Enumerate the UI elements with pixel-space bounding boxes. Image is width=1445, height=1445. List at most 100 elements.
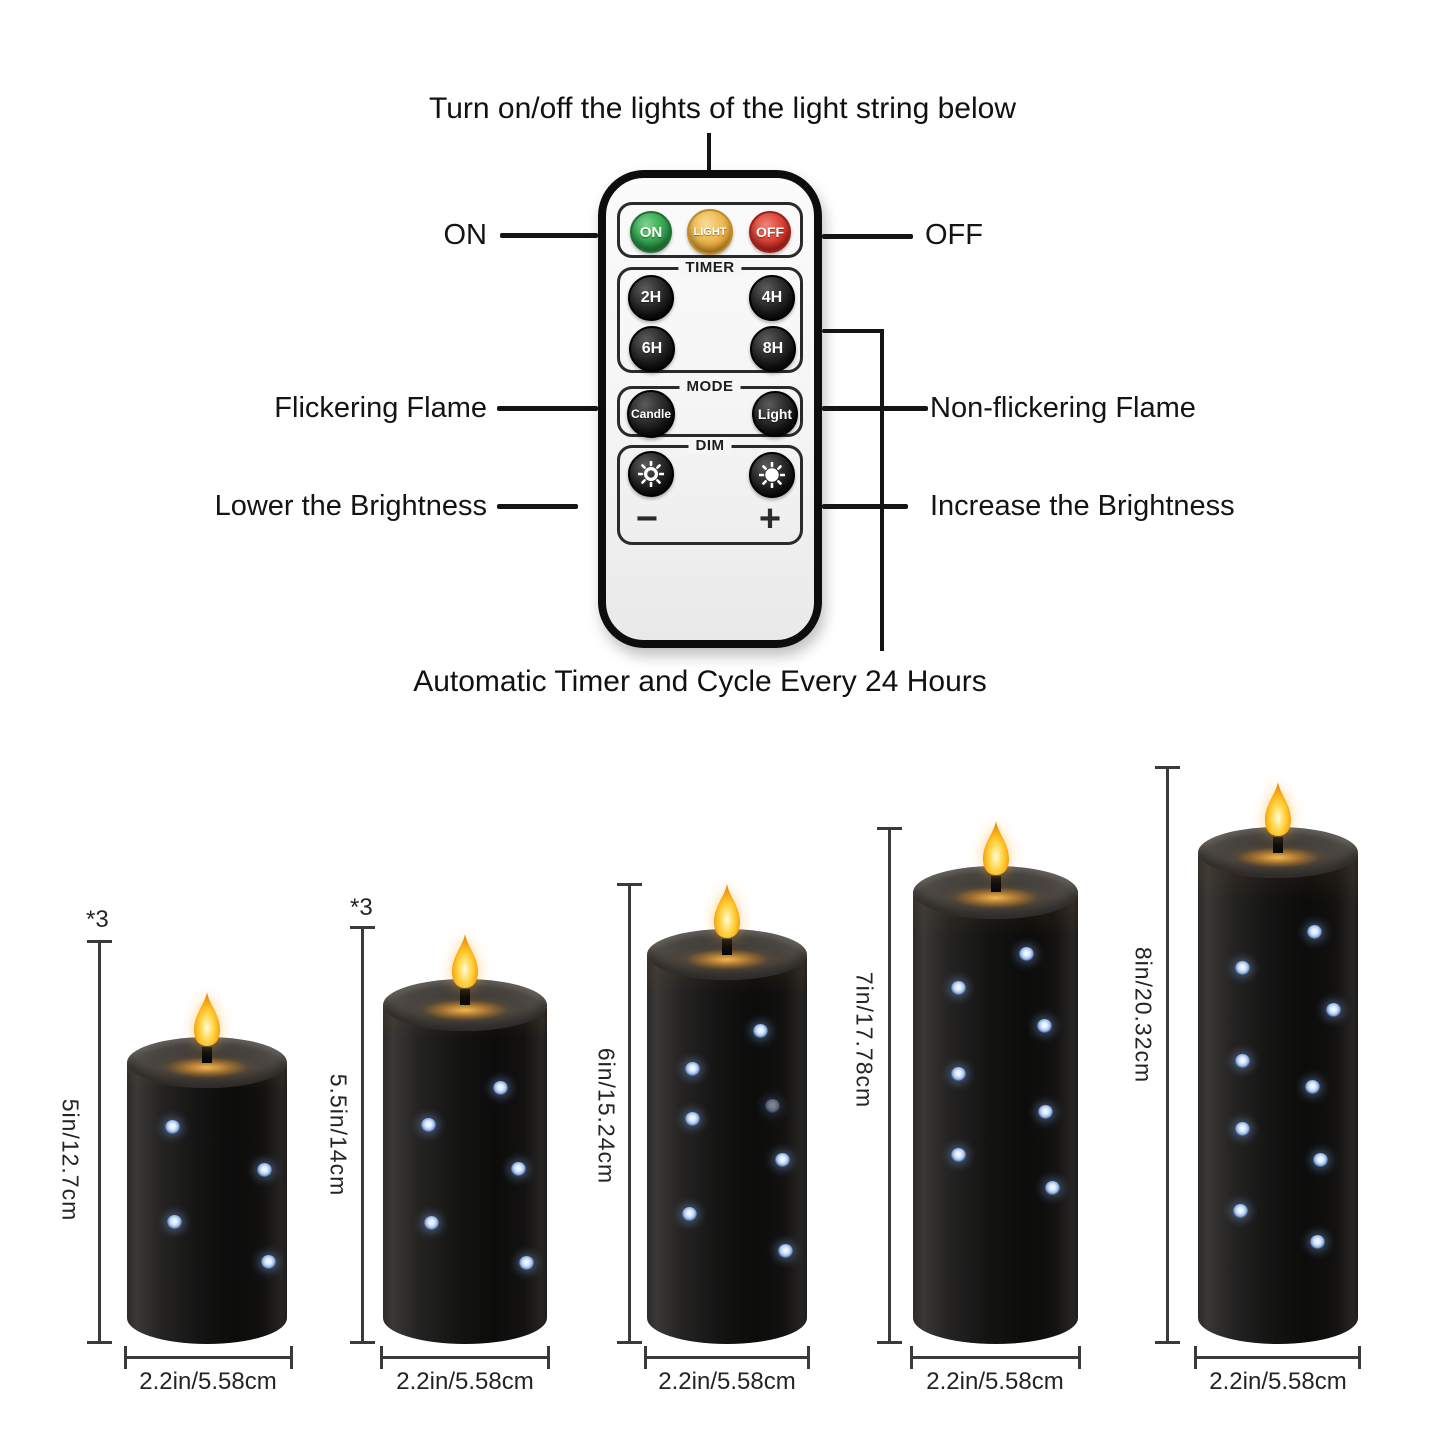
led-dot <box>1310 1235 1325 1250</box>
callout-increase-label: Increase the Brightness <box>930 490 1235 522</box>
led-dot <box>752 1024 768 1039</box>
led-dot <box>424 1216 439 1231</box>
off-button-label: OFF <box>756 224 784 240</box>
timer-2h-button: 2H <box>628 275 674 321</box>
flame-icon <box>1263 780 1293 838</box>
led-dot <box>950 1148 966 1163</box>
led-dot <box>167 1215 182 1230</box>
quantity-label-2: *3 <box>350 894 373 921</box>
callout-non-flickering-label: Non-flickering Flame <box>930 392 1196 424</box>
wick <box>990 876 1001 892</box>
width-measure-line-5 <box>1194 1346 1361 1369</box>
candle-3 <box>647 884 807 1344</box>
callout-line-flickering <box>497 406 598 411</box>
minus-label: − <box>635 498 659 540</box>
height-label-5: 8in/20.32cm <box>1130 946 1157 1084</box>
height-label-3: 6in/15.24cm <box>593 1047 620 1185</box>
sun-bright-icon <box>759 462 785 488</box>
timer-2h-label: 2H <box>640 289 662 306</box>
timer-6h-label: 6H <box>641 340 663 357</box>
led-dot <box>1234 1054 1250 1069</box>
light-mode-button: Light <box>752 391 798 437</box>
flame-icon <box>450 932 480 990</box>
led-dot <box>492 1081 508 1096</box>
flame-icon <box>192 990 222 1048</box>
quantity-label-1: *3 <box>86 906 109 933</box>
callout-line-on <box>500 233 598 238</box>
candle-body <box>647 954 807 1344</box>
callout-on-label: ON <box>443 219 488 251</box>
flame-icon <box>981 819 1011 877</box>
led-dot <box>261 1254 277 1269</box>
wick <box>460 989 470 1005</box>
callout-off-label: OFF <box>925 219 983 251</box>
candle-4 <box>913 821 1078 1344</box>
height-label-2: 5.5in/14cm <box>325 1073 352 1197</box>
on-button-label: ON <box>639 223 663 241</box>
width-measure-line-3 <box>644 1346 810 1369</box>
wick <box>202 1047 212 1063</box>
height-label-4: 7in/17.78cm <box>851 971 878 1109</box>
timer-8h-label: 8H <box>762 340 784 357</box>
led-dot <box>519 1256 535 1271</box>
timer-8h-button: 8H <box>750 326 796 372</box>
candle-body <box>913 891 1078 1344</box>
width-measure-line-4 <box>910 1346 1081 1369</box>
led-dot <box>1036 1018 1052 1033</box>
led-dot <box>1018 947 1034 962</box>
remote-cord-line <box>707 133 711 173</box>
led-dot <box>1305 1080 1321 1095</box>
led-dot <box>1313 1152 1329 1167</box>
wick <box>722 939 732 955</box>
led-dot <box>1045 1181 1060 1196</box>
width-label-3: 2.2in/5.58cm <box>658 1368 796 1395</box>
callout-flickering-label: Flickering Flame <box>274 392 487 424</box>
remote-control: ON LIGHT OFF TIMER 2H 4H 6H 8H MODE Cand… <box>598 170 822 648</box>
led-dot <box>510 1161 526 1176</box>
timer-4h-label: 4H <box>761 289 783 306</box>
led-dot <box>1306 925 1322 940</box>
candle-mode-button: Candle <box>627 390 675 438</box>
height-measure-line-2 <box>350 926 375 1344</box>
timer-6h-button: 6H <box>629 326 675 372</box>
led-dot <box>420 1117 436 1132</box>
timer-bracket-connector <box>822 329 884 333</box>
led-dot <box>685 1061 701 1076</box>
candle-1 <box>127 992 287 1344</box>
led-dot <box>1326 1002 1341 1017</box>
led-dot <box>950 980 966 995</box>
callout-line-off <box>822 234 913 239</box>
candle-5 <box>1198 782 1358 1344</box>
dim-legend: DIM <box>688 437 732 454</box>
width-label-5: 2.2in/5.58cm <box>1209 1368 1347 1395</box>
flame-icon <box>712 882 742 940</box>
height-measure-line-4 <box>877 827 902 1344</box>
width-label-4: 2.2in/5.58cm <box>926 1368 1064 1395</box>
candle-2 <box>383 934 547 1344</box>
mode-legend: MODE <box>679 378 741 395</box>
light-button: LIGHT <box>687 209 733 255</box>
callout-line-increase <box>822 504 908 509</box>
callout-line-lower <box>497 504 578 509</box>
light-mode-label: Light <box>757 406 793 422</box>
plus-label: + <box>758 498 782 540</box>
width-label-1: 2.2in/5.58cm <box>139 1368 277 1395</box>
candle-mode-label: Candle <box>630 407 671 421</box>
timer-group: TIMER <box>617 259 803 373</box>
led-dot <box>685 1111 701 1126</box>
height-measure-line-5 <box>1155 766 1180 1344</box>
timer-legend: TIMER <box>678 259 742 276</box>
led-dot <box>775 1153 790 1168</box>
led-dot <box>682 1207 698 1222</box>
height-measure-line-3 <box>617 883 642 1344</box>
power-button-group <box>617 202 803 258</box>
led-dot <box>765 1099 781 1114</box>
off-button: OFF <box>749 211 791 253</box>
page-title: Turn on/off the lights of the light stri… <box>428 92 1016 125</box>
led-dot <box>256 1162 272 1177</box>
callout-lower-label: Lower the Brightness <box>214 490 487 522</box>
led-dot <box>1233 1204 1249 1219</box>
light-button-label: LIGHT <box>693 226 727 238</box>
led-dot <box>950 1066 966 1081</box>
height-label-1: 5in/12.7cm <box>57 1098 84 1222</box>
